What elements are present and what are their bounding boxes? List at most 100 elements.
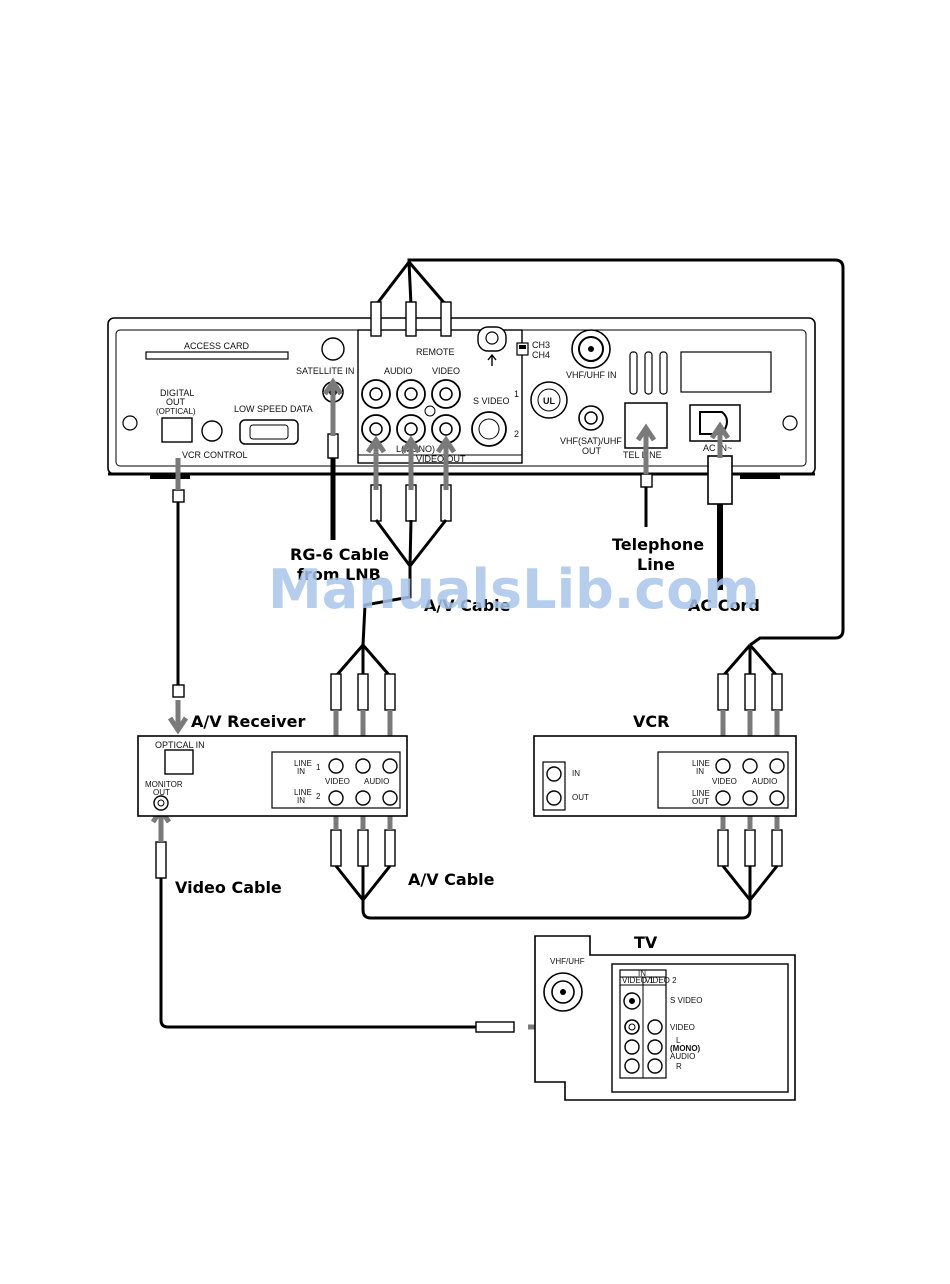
tv-video2-label: VIDEO 2	[645, 976, 677, 985]
avr-audio-label: AUDIO	[364, 777, 389, 786]
line-in-1-number: 1	[316, 763, 321, 772]
avr-line2-plug-3	[384, 829, 396, 867]
monitor-out-center	[157, 799, 165, 807]
av-receiver-in-plug-3	[384, 673, 396, 711]
ac-plug	[707, 455, 733, 505]
satellite-receiver-panel: ACCESS CARD SATELLITE IN DIGITAL OUT (OP…	[107, 317, 816, 479]
vcr-cable-route	[407, 258, 845, 647]
vcr-in-plug-3	[771, 673, 783, 711]
satellite-in-label: SATELLITE IN	[296, 366, 354, 376]
top-cable-fan-out	[374, 261, 448, 306]
tv-antenna-pin	[560, 989, 566, 995]
vcr-rf-in-jack	[546, 766, 562, 782]
bottom-cable-merge	[374, 519, 448, 567]
avr-line2-plug-1	[330, 829, 342, 867]
vcr-line-out-label-a: LINE	[692, 789, 710, 798]
vcr-video-label: VIDEO	[712, 777, 737, 786]
tv-audio-r2-jack	[647, 1058, 663, 1074]
ch3-label: CH3	[532, 340, 550, 350]
av-cable-top-label: A/V Cable	[424, 596, 511, 615]
vcr-audio-label: AUDIO	[752, 777, 777, 786]
access-card-label: ACCESS CARD	[184, 341, 250, 351]
tv: TV VHF/UHF IN VIDEO 1 VIDEO 2 S VIDEO VI…	[534, 933, 796, 1101]
audio-label: AUDIO	[384, 366, 413, 376]
rg6-connector	[327, 433, 339, 459]
vcr: VCR IN OUT LINE IN LINE OUT VIDEO AUDIO	[533, 712, 797, 817]
low-speed-data-label: LOW SPEED DATA	[234, 404, 313, 414]
tv-video1-center	[628, 1023, 636, 1031]
tv-title: TV	[634, 933, 658, 952]
vcr-title: VCR	[633, 712, 669, 731]
vcr-out-plug-1	[717, 829, 729, 867]
vcr-cable-fan-out	[721, 644, 779, 677]
vcr-line-out-l-jack	[742, 790, 758, 806]
line-in-2-number: 2	[316, 792, 321, 801]
vcr-rf-in-label: IN	[572, 769, 580, 778]
s-video-out-center	[478, 418, 500, 440]
av-cable-receiver-to-vcr	[370, 258, 845, 711]
bottom-plug-1	[370, 484, 382, 522]
vcr-in-plug-2	[744, 673, 756, 711]
av-receiver-in-plug-1	[330, 673, 342, 711]
ul-mark-label: UL	[543, 396, 555, 406]
telephone-line-label-2: Line	[637, 555, 675, 574]
ul-inner-ring	[537, 388, 561, 412]
arrow-to-satellite-in	[322, 377, 344, 436]
vcr-line-in-l-jack	[742, 758, 758, 774]
video-out-label: VIDEO OUT	[416, 454, 466, 464]
vcr-control-label: VCR CONTROL	[182, 450, 248, 460]
digital-out-label-3: (OPTICAL)	[156, 407, 196, 416]
access-card-slot	[145, 351, 289, 360]
vcr-line-in-video-jack	[715, 758, 731, 774]
video-out-1-center	[439, 387, 453, 401]
remote-label: REMOTE	[416, 347, 455, 357]
optical-in-label: OPTICAL IN	[155, 740, 205, 750]
line-in-1-label-a: LINE	[294, 759, 312, 768]
line-in-2-label-b: IN	[297, 796, 305, 805]
bottom-cable-route	[361, 566, 412, 646]
avr-line1-r-jack	[382, 758, 398, 774]
vcr-out-cable-merge	[721, 865, 779, 901]
tv-r-label: R	[676, 1062, 682, 1071]
bottom-plug-3	[440, 484, 452, 522]
arrow-to-optical-in	[167, 700, 189, 735]
vhf-sat-out-center	[584, 411, 598, 425]
tv-audio-r1-jack	[624, 1058, 640, 1074]
rg6-cable-label-1: RG-6 Cable	[290, 545, 389, 564]
line-in-1-label-b: IN	[297, 767, 305, 776]
tv-l-label: L	[676, 1036, 681, 1045]
tv-audio-l2-jack	[647, 1039, 663, 1055]
digital-out-label-1: DIGITAL	[160, 388, 194, 398]
top-plug-3	[440, 301, 452, 337]
rg6-cable-label-2: from LNB	[297, 565, 381, 584]
audio-l-out-2-center	[404, 422, 418, 436]
av-receiver-in-plug-2	[357, 673, 369, 711]
telephone-line-label-1: Telephone	[612, 535, 704, 554]
video-cable-label: Video Cable	[175, 878, 282, 897]
arrow-to-audio-r-out-2	[365, 435, 387, 490]
up-arrow-icon	[487, 353, 497, 366]
top-plug-2	[405, 301, 417, 337]
monitor-out-plug	[155, 841, 167, 879]
connection-arrows	[150, 377, 788, 1038]
vcr-in-plug-1	[717, 673, 729, 711]
monitor-out-label-2: OUT	[153, 788, 170, 797]
vcr-line-in-r-jack	[769, 758, 785, 774]
low-speed-data-inner	[249, 424, 289, 440]
vent-slot-3	[659, 351, 668, 395]
video-out-2-center	[439, 422, 453, 436]
avr-line2-l-jack	[355, 790, 371, 806]
vcr-line-out-video-jack	[715, 790, 731, 806]
optical-plug-bottom	[172, 684, 185, 698]
channel-switch-knob	[519, 345, 526, 349]
video-label: VIDEO	[432, 366, 460, 376]
top-plug-1	[370, 301, 382, 337]
tv-mono-label: (MONO)	[670, 1044, 701, 1053]
vcr-line-in-label-b: IN	[696, 767, 704, 776]
tv-video1-label: VIDEO 1	[622, 976, 654, 985]
tv-video2-jack	[647, 1019, 663, 1035]
avr-line2-cable-merge	[334, 865, 392, 901]
ch4-label: CH4	[532, 350, 550, 360]
receiver-foot-left	[150, 474, 190, 479]
